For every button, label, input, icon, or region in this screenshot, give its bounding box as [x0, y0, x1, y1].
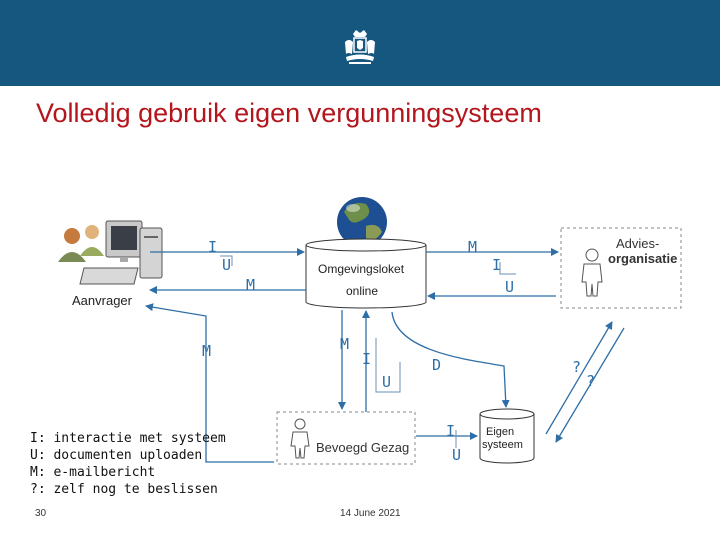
edge-label-d-center: D — [432, 356, 442, 374]
legend: I: interactie met systeem U: documenten … — [30, 430, 226, 498]
edge-label-u-bevoegd: U — [452, 446, 462, 464]
legend-item-m: M: e-mailbericht — [30, 465, 156, 480]
edge-label-m-left: M — [202, 342, 212, 360]
edge-label-u-aanvrager: U — [222, 256, 232, 274]
edge-label-question-2: ? — [586, 372, 596, 390]
legend-item-i: I: interactie met systeem — [30, 431, 226, 446]
eigen-systeem-label-line2: systeem — [482, 439, 523, 451]
advies-label-line1: Advies- — [616, 236, 660, 251]
edge-label-i-center: I — [362, 350, 372, 368]
eigen-systeem-cylinder — [479, 408, 535, 464]
legend-item-q: ?: zelf nog te beslissen — [30, 482, 218, 497]
edge-label-i-advies: I — [492, 256, 502, 274]
bevoegd-person-icon — [290, 418, 310, 459]
aanvrager-computer-icon — [58, 220, 163, 285]
edge-label-i-bevoegd: I — [446, 422, 456, 440]
coat-of-arms-icon — [345, 30, 375, 64]
omgevingsloket-cylinder — [305, 238, 427, 309]
edge-label-m-center: M — [340, 335, 350, 353]
edge-loket-eigen — [391, 311, 510, 408]
edge-label-question-1: ? — [572, 358, 582, 376]
edge-eigen-advies-a — [545, 321, 613, 435]
edge-label-m-top-right: M — [468, 238, 478, 256]
eigen-systeem-label-line1: Eigen — [486, 426, 515, 438]
online-label: online — [346, 284, 379, 298]
edge-bevoegd-aanvrager — [145, 303, 274, 463]
omgevingsloket-label: Omgevingsloket — [318, 262, 405, 276]
aanvrager-label: Aanvrager — [72, 293, 132, 308]
edge-label-i-aanvrager: I — [208, 238, 218, 256]
slide-title: Volledig gebruik eigen vergunningsysteem — [36, 98, 542, 128]
edge-label-u-advies: U — [505, 278, 515, 296]
bevoegd-gezag-box — [276, 411, 416, 465]
bevoegd-gezag-label: Bevoegd Gezag — [316, 440, 410, 455]
advies-organisatie-box — [560, 227, 682, 309]
slide-date: 14 June 2021 — [340, 508, 401, 519]
header-bar — [0, 0, 720, 86]
edge-label-u-center: U — [382, 373, 392, 391]
edge-advies-eigen-b — [555, 327, 625, 443]
page-number: 30 — [35, 508, 47, 519]
edge-label-m-aanvrager: M — [246, 276, 256, 294]
advies-person-icon — [581, 248, 603, 297]
legend-item-u: U: documenten uploaden — [30, 448, 203, 463]
globe-icon — [337, 197, 387, 247]
advies-label-line2: organisatie — [608, 251, 678, 266]
